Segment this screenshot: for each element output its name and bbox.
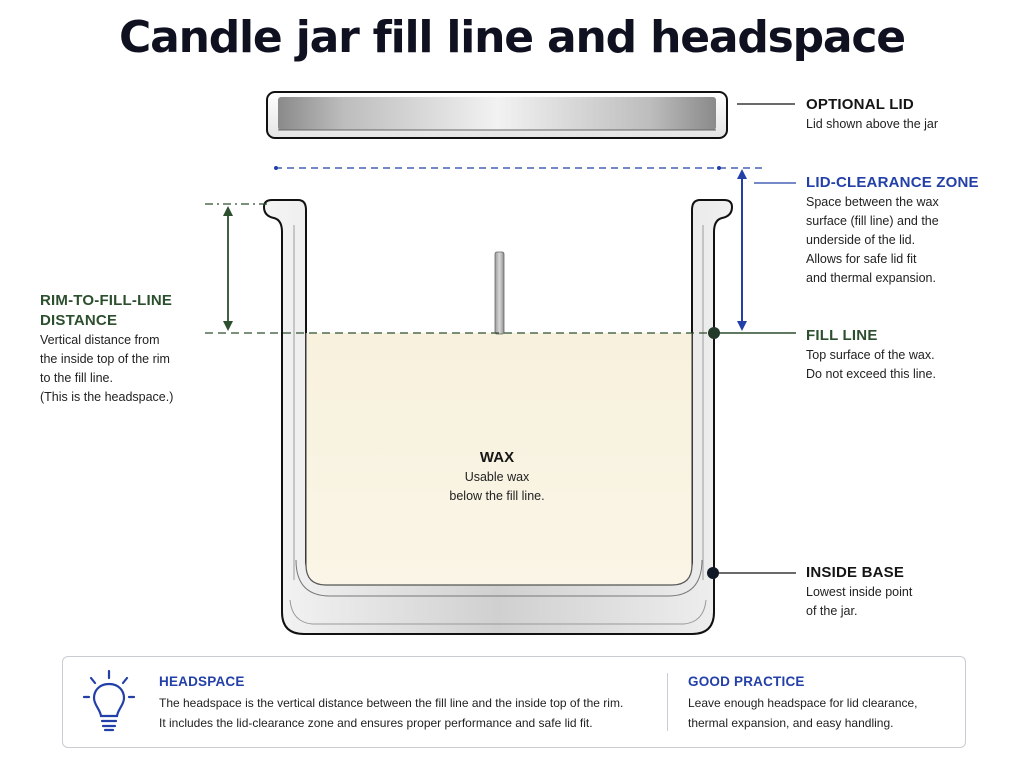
label-fill-line: FILL LINE Top surface of the wax. Do not…	[806, 326, 936, 384]
inside-base-heading: INSIDE BASE	[806, 564, 905, 581]
good-practice-section: GOOD PRACTICE Leave enough headspace for…	[688, 673, 918, 733]
inside-base-description: Lowest inside point of the jar.	[806, 585, 913, 618]
rim-to-fill-description: Vertical distance from the inside top of…	[40, 333, 174, 404]
wax-heading: WAX	[479, 449, 515, 466]
headspace-description: The headspace is the vertical distance b…	[159, 696, 624, 730]
good-practice-description: Leave enough headspace for lid clearance…	[688, 696, 918, 730]
info-divider	[667, 673, 668, 731]
lid-clearance-heading: LID-CLEARANCE ZONE	[806, 174, 979, 191]
optional-lid-heading: OPTIONAL LID	[806, 96, 914, 113]
good-practice-heading: GOOD PRACTICE	[688, 674, 805, 689]
jar	[262, 199, 734, 635]
label-wax: WAX Usable wax below the fill line.	[397, 448, 597, 506]
label-lid-clearance-zone: LID-CLEARANCE ZONE Space between the wax…	[806, 173, 979, 288]
label-inside-base: INSIDE BASE Lowest inside point of the j…	[806, 563, 912, 621]
wick	[494, 251, 505, 335]
lid	[266, 91, 728, 139]
wax-description: Usable wax below the fill line.	[449, 470, 545, 503]
rim-to-fill-heading: RIM-TO-FILL-LINE DISTANCE	[40, 292, 173, 329]
headspace-section: HEADSPACE The headspace is the vertical …	[159, 673, 623, 733]
inside-base-marker	[707, 567, 719, 579]
info-box: HEADSPACE The headspace is the vertical …	[62, 656, 966, 748]
fill-line-description: Top surface of the wax. Do not exceed th…	[806, 348, 936, 381]
label-optional-lid: OPTIONAL LID Lid shown above the jar	[806, 95, 938, 134]
fill-line-heading: FILL LINE	[806, 327, 878, 344]
page-title: Candle jar fill line and headspace	[119, 12, 906, 63]
fill-line-marker	[708, 327, 720, 339]
label-rim-to-fill-line: RIM-TO-FILL-LINE DISTANCE Vertical dista…	[40, 291, 173, 407]
headspace-heading: HEADSPACE	[159, 674, 245, 689]
optional-lid-description: Lid shown above the jar	[806, 117, 939, 131]
lid-clearance-description: Space between the wax surface (fill line…	[806, 195, 939, 285]
lightbulb-icon	[82, 669, 136, 732]
